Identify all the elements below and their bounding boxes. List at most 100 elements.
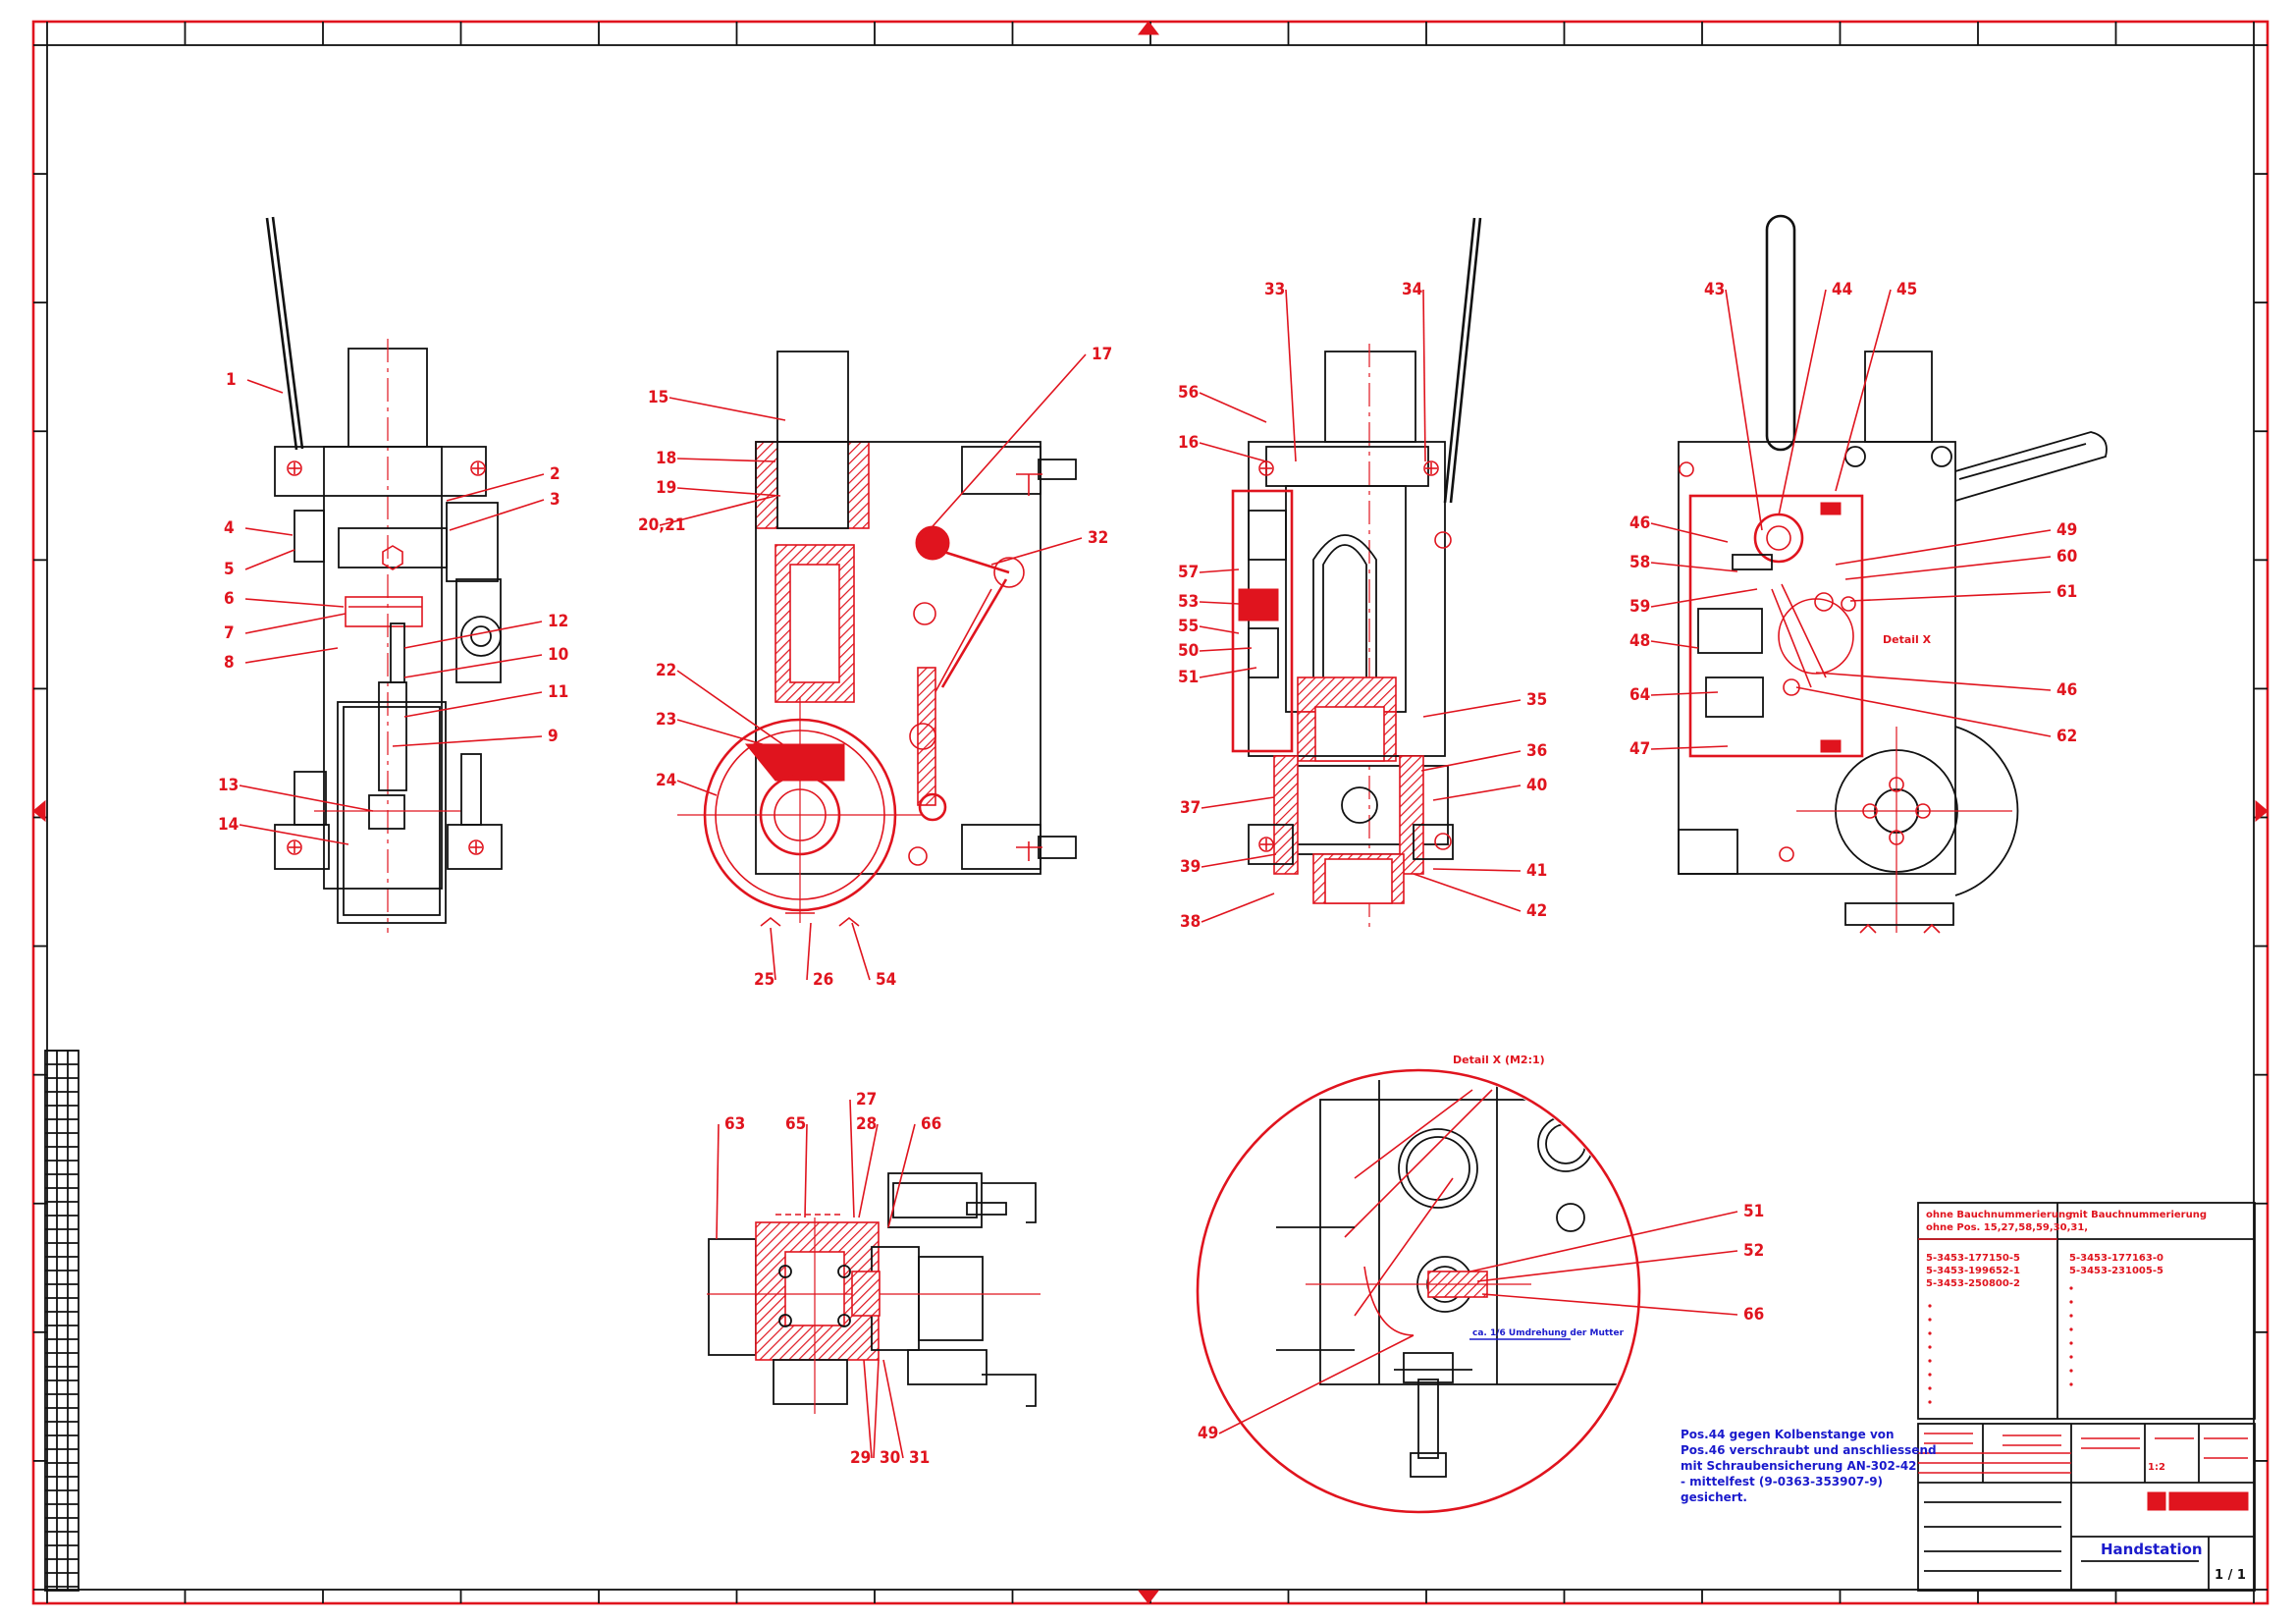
- leader-line: [1422, 289, 1426, 462]
- leader-line: [887, 1123, 916, 1228]
- leader-line: [403, 654, 543, 678]
- leader-line: [1469, 1211, 1738, 1272]
- front-view: [1231, 217, 1482, 933]
- variant-row-left: 5-3453-199652-1: [1926, 1266, 2020, 1276]
- leader-line: [246, 379, 284, 394]
- balloon-label: 49: [1198, 1424, 1218, 1443]
- assembly-note-line: mit Schraubensicherung AN-302-42: [1681, 1459, 1917, 1473]
- leader-line: [770, 927, 776, 981]
- balloon-label: 22: [656, 661, 676, 680]
- zone-ticks: [33, 22, 2268, 1603]
- side-view: [265, 216, 503, 933]
- leader-line: [1849, 591, 2052, 602]
- leader-line: [244, 549, 295, 570]
- leader-line: [1420, 750, 1522, 772]
- balloon-label: 12: [548, 612, 568, 631]
- detail-note: ca. 1/6 Umdrehung der Mutter: [1472, 1328, 1625, 1338]
- leader-line: [446, 473, 545, 502]
- balloon-label: 28: [856, 1114, 877, 1134]
- balloon-label: 65: [785, 1114, 806, 1134]
- balloon-label: 10: [548, 645, 568, 665]
- variant-row-left: 5-3453-250800-2: [1926, 1278, 2020, 1289]
- sheet-frame: [31, 20, 2269, 1605]
- variant-row-left: 5-3453-177150-5: [1926, 1253, 2020, 1264]
- assembly-note-line: gesichert.: [1681, 1490, 1747, 1504]
- title-block: [1917, 1423, 2256, 1592]
- leader-line: [1199, 392, 1267, 423]
- balloon-label: 52: [1743, 1241, 1764, 1261]
- balloon-label: 35: [1526, 690, 1547, 710]
- balloon-label: 3: [550, 490, 561, 510]
- leader-line: [1285, 289, 1297, 462]
- leader-line: [676, 487, 781, 497]
- balloon-label: 50: [1178, 641, 1199, 661]
- variant-table-text: ohne Bauchnummerierung ohne Pos. 15,27,5…: [1926, 1210, 2207, 1289]
- assembly-note-line: Pos.44 gegen Kolbenstange von: [1681, 1428, 1895, 1441]
- top-section-view: [707, 1172, 1041, 1414]
- leader-line: [1218, 1334, 1415, 1434]
- scale-value: 1:2: [2148, 1462, 2165, 1473]
- leader-line: [449, 499, 545, 531]
- leader-line: [1650, 640, 1699, 649]
- detail-x-view: [1196, 1068, 1641, 1514]
- drawing-title: Handstation: [2101, 1541, 2203, 1558]
- leader-line: [1650, 522, 1729, 543]
- assembly-note-line: - mittelfest (9-0363-353907-9): [1681, 1475, 1883, 1488]
- balloon-label: 43: [1704, 280, 1725, 299]
- leader-line: [804, 1123, 808, 1218]
- leader-line: [659, 495, 776, 526]
- balloon-labels: 12345678121011913141517181920,2132222324…: [218, 280, 2077, 1468]
- leader-line: [1199, 442, 1267, 462]
- balloon-label: 59: [1629, 597, 1650, 617]
- balloon-label: 66: [921, 1114, 941, 1134]
- leader-line: [1199, 568, 1240, 573]
- balloon-label: 36: [1526, 741, 1547, 761]
- balloon-label: 41: [1526, 861, 1547, 881]
- leader-line: [1201, 853, 1277, 868]
- leader-line: [1432, 868, 1522, 872]
- balloon-label: 61: [2056, 582, 2077, 602]
- balloon-label: 53: [1178, 592, 1199, 612]
- leader-line: [1650, 745, 1729, 750]
- balloon-label: 46: [2056, 680, 2077, 700]
- balloon-label: 66: [1743, 1305, 1764, 1325]
- assembly-note-line: Pos.46 verschraubt und anschliessend: [1681, 1443, 1937, 1457]
- balloon-label: 62: [2056, 727, 2077, 746]
- balloon-label: 29: [850, 1448, 871, 1468]
- leader-line: [858, 1123, 879, 1218]
- balloon-label: 24: [656, 771, 676, 790]
- leader-line: [716, 1123, 720, 1240]
- section-view: [677, 351, 1077, 927]
- balloon-label: 7: [224, 623, 235, 643]
- balloon-label: 56: [1178, 383, 1199, 403]
- leader-line: [863, 1359, 873, 1459]
- balloon-label: 16: [1178, 433, 1199, 453]
- assembly-note: Pos.44 gegen Kolbenstange von Pos.46 ver…: [1681, 1428, 1937, 1504]
- leader-line: [676, 670, 786, 747]
- leader-line: [1835, 529, 2052, 566]
- balloon-label: 42: [1526, 901, 1547, 921]
- leader-line: [676, 780, 718, 796]
- leader-line: [244, 647, 339, 664]
- leader-line: [1650, 691, 1719, 696]
- balloon-label: 60: [2056, 547, 2077, 567]
- balloon-label: 5: [224, 560, 235, 579]
- balloon-label: 20,21: [638, 515, 685, 535]
- leader-line: [882, 1359, 904, 1459]
- revision-strip: [44, 1050, 80, 1592]
- leader-line: [403, 691, 543, 718]
- leader-line: [676, 719, 776, 749]
- balloon-label: 4: [224, 518, 235, 538]
- balloon-label: 37: [1180, 798, 1201, 818]
- balloon-label: 14: [218, 815, 239, 835]
- variant-header-left-sub: ohne Pos. 15,27,58,59,30,31,: [1926, 1222, 2088, 1233]
- leader-line: [239, 784, 374, 812]
- variant-header-right: mit Bauchnummerierung: [2069, 1210, 2207, 1220]
- balloon-label: 19: [656, 478, 676, 498]
- detail-x-reference: Detail X: [1883, 633, 1932, 646]
- balloon-label: 54: [876, 970, 896, 990]
- balloon-label: 31: [909, 1448, 930, 1468]
- variant-row-right: 5-3453-231005-5: [2069, 1266, 2163, 1276]
- leader-line: [1476, 1250, 1738, 1282]
